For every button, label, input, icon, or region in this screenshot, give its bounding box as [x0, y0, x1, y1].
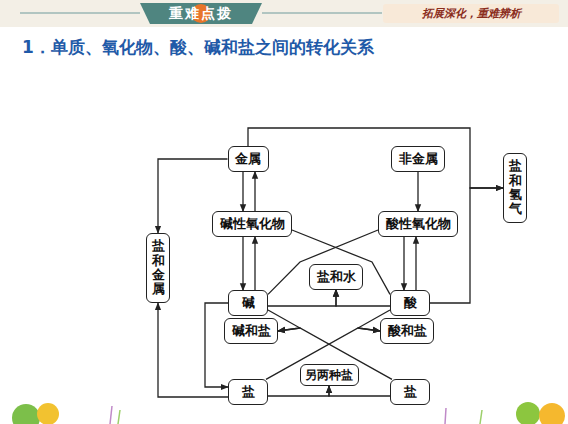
plant-stem: [118, 410, 120, 424]
product-box-vertical: 盐和金属: [146, 233, 170, 303]
reaction-connector: [415, 237, 416, 291]
reaction-connector: [336, 290, 390, 306]
plant-stem: [445, 408, 446, 424]
node-label: 非金属: [399, 151, 438, 167]
reaction-connector: [268, 386, 329, 396]
compound-box: 金属: [228, 146, 269, 171]
reaction-connector: [254, 172, 255, 212]
reaction-connector: [205, 303, 228, 387]
compound-box: 碱: [228, 290, 268, 315]
reaction-connector: [292, 230, 390, 294]
compound-box: 盐: [228, 379, 268, 404]
banner-subtitle: 拓展深化，重难辨析: [422, 6, 521, 21]
reaction-connector: [430, 188, 503, 303]
node-label: 碱: [242, 295, 255, 311]
reaction-connector: [417, 172, 418, 212]
compound-box: 另两种盐: [300, 364, 359, 386]
node-label: 盐和水: [317, 269, 356, 285]
node-label: 另两种盐: [305, 368, 353, 383]
banner-title: 重难点拨: [169, 5, 233, 23]
banner-rule: [262, 12, 382, 14]
tree-crown: [12, 404, 40, 424]
reaction-connector: [242, 237, 243, 291]
banner-subtab: [383, 4, 559, 23]
node-label: 盐: [404, 384, 417, 400]
compound-box: 盐和水: [309, 264, 363, 289]
node-label: 盐和金属: [152, 239, 165, 296]
reaction-connector: [248, 128, 503, 188]
product-box-vertical: 盐和氢气: [503, 153, 527, 223]
banner-rule: [20, 12, 140, 14]
plant-stem: [480, 410, 482, 424]
tree-crown: [37, 403, 59, 424]
node-label: 盐: [242, 384, 255, 400]
reaction-connector: [158, 303, 228, 397]
tree-crown: [539, 403, 565, 424]
compound-box: 酸: [390, 290, 430, 315]
node-label: 碱性氧化物: [220, 216, 285, 232]
reaction-connector: [403, 237, 404, 291]
compound-box: 碱和盐: [224, 318, 278, 343]
node-label: 碱和盐: [232, 323, 271, 339]
node-label: 金属: [235, 151, 261, 167]
compound-box: 非金属: [391, 146, 445, 171]
node-label: 酸性氧化物: [386, 216, 451, 232]
node-label: 盐和氢气: [509, 159, 522, 216]
compound-box: 盐: [390, 379, 430, 404]
reaction-connector: [268, 290, 336, 306]
section-heading: 1．单质、氧化物、酸、碱和盐之间的转化关系: [22, 36, 374, 59]
compound-box: 酸和盐: [380, 318, 434, 343]
reaction-connector: [254, 237, 255, 291]
banner-tab: [140, 3, 262, 24]
compound-box: 碱性氧化物: [212, 211, 292, 236]
reaction-connector: [329, 386, 390, 396]
compound-box: 酸性氧化物: [378, 211, 458, 236]
reaction-connector: [242, 172, 243, 212]
tree-crown: [516, 402, 540, 424]
banner-band: [0, 0, 568, 27]
node-label: 酸和盐: [388, 323, 427, 339]
reaction-connector: [268, 230, 378, 294]
plant-stem: [110, 406, 112, 424]
node-label: 酸: [404, 295, 417, 311]
